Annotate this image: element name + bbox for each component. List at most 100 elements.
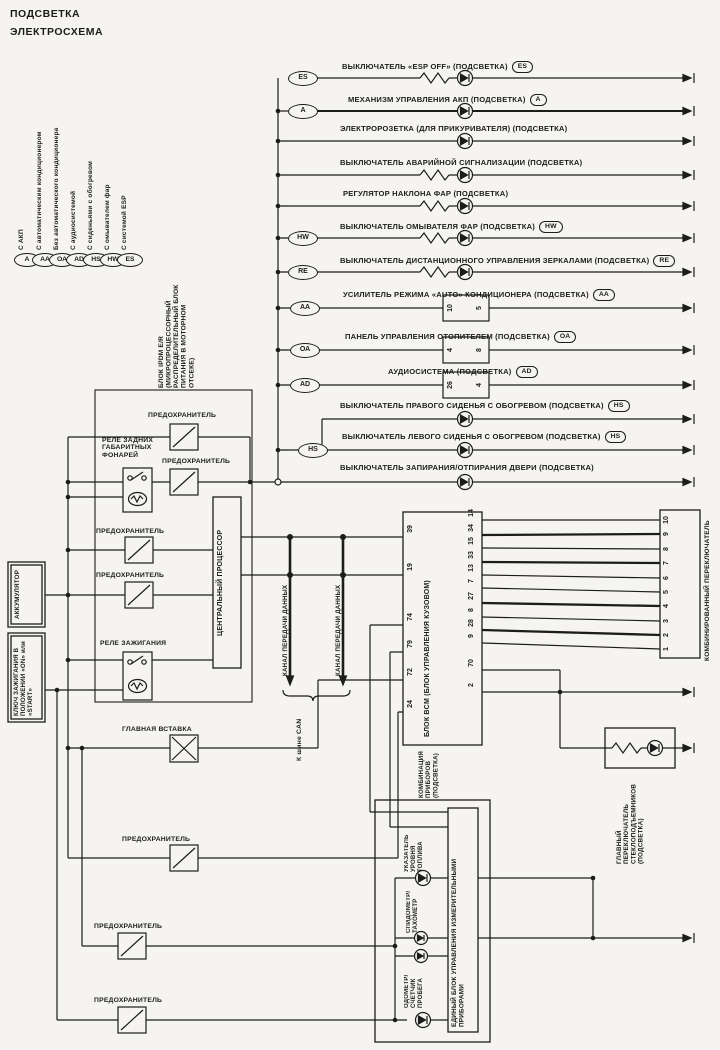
bcm-sw-7: [481, 601, 661, 608]
ad-box-pin-left: 26: [447, 381, 454, 389]
lamp-icon: [456, 197, 474, 215]
circuit-label: АУДИОСИСТЕМА (ПОДСВЕТКА)AD: [388, 366, 720, 378]
legend-item-aa: С автоматическим кондиционером: [36, 131, 43, 250]
wires: [45, 71, 683, 1021]
meter-unit-block: [447, 807, 479, 1033]
ad-connector-box: [442, 371, 490, 399]
source-oval-aa: АА: [290, 301, 320, 316]
bcm-label: БЛОК BCM (БЛОК УПРАВЛЕНИЯ КУЗОВОМ): [424, 580, 431, 737]
can-channel-label-1: КАНАЛ ПЕРЕДАЧИ ДАННЫХ: [282, 584, 289, 676]
bcm-pin-8: 8: [468, 608, 475, 612]
cluster-title: КОМБИНАЦИЯ ПРИБОРОВ (ПОДСВЕТКА): [418, 751, 440, 798]
bcm-sw-8: [481, 616, 661, 622]
lamp-icon: [456, 473, 474, 491]
sw-pin-8: 8: [663, 547, 670, 551]
source-oval-oa: ОА: [290, 343, 320, 358]
bcm-pin-72: 72: [407, 668, 414, 676]
junction-dots: [54, 108, 596, 1023]
sw-pin-1: 1: [663, 647, 670, 651]
bcm-pin-70: 70: [468, 659, 475, 667]
pin72-wire: [317, 679, 403, 748]
row-lamps: [456, 69, 474, 491]
bcm-sw-4: [481, 560, 661, 565]
bcm-pin-74: 74: [407, 613, 414, 621]
circuit-label: ЭЛЕКТРОРОЗЕТКА (ДЛЯ ПРИКУРИВАТЕЛЯ) (ПОДС…: [340, 124, 568, 133]
legend-item-hw: С омывателем фар: [104, 184, 111, 250]
bcm-pin-34: 34: [468, 524, 475, 532]
lamp-icon: [456, 166, 474, 184]
fuel-lamp-icon: [414, 869, 432, 887]
source-oval-ad: AD: [290, 378, 320, 393]
can-arrow-2: [338, 675, 348, 687]
rear-lamp-relay-label: РЕЛЕ ЗАДНИХ ГАБАРИТНЫХ ФОНАРЕЙ: [102, 437, 154, 459]
ipdm-label: БЛОК IPDM E/R (МИКРОПРОЦЕССОРНЫЙ РАСПРЕД…: [158, 284, 196, 388]
pin70-2-wire: [482, 669, 683, 693]
bcm-pin-13: 13: [468, 564, 475, 572]
bcm-sw-3: [481, 547, 661, 550]
bcm-sw-5: [481, 574, 661, 579]
sw-pin-7: 7: [663, 561, 670, 565]
aa-box-pin-left: 10: [447, 304, 454, 312]
lamp-icon: [456, 229, 474, 247]
odometer-label: ОДОМЕТР/ СЧЕТЧИК ПРОБЕГА: [404, 974, 424, 1008]
window-resistor: [611, 741, 642, 755]
legend-item-es: С системой ESP: [121, 195, 128, 250]
row4-resistor: [419, 168, 450, 182]
row6-resistor: [419, 231, 450, 245]
row1-resistor: [419, 71, 450, 85]
page-title: ПОДСВЕТКА: [10, 8, 81, 20]
lamp-icon: [456, 263, 474, 281]
tacho-lamp-icon: [413, 948, 429, 964]
row-end-arrows: [682, 73, 695, 487]
combo-switch-label: КОМБИНИРОВАННЫЙ ПЕРЕКЛЮЧАТЕЛЬ: [704, 520, 711, 661]
source-oval-es: ES: [288, 71, 318, 86]
bcm-sw-10: [481, 642, 661, 650]
fuses-relays: [117, 423, 199, 1034]
legend-item-oa: Без автоматического кондиционера: [53, 127, 60, 250]
battery-block-inner: [10, 564, 43, 625]
can-brace: [282, 689, 351, 702]
aa-box-pin-right: 5: [476, 306, 483, 310]
bcm-pin-15: 15: [468, 537, 475, 545]
circuit-label: ВЫКЛЮЧАТЕЛЬ ЛЕВОГО СИДЕНЬЯ С ОБОГРЕВОМ (…: [342, 431, 702, 443]
circuit-label: ВЫКЛЮЧАТЕЛЬ ОМЫВАТЕЛЯ ФАР (ПОДСВЕТКА)HW: [340, 221, 700, 233]
cluster-out-arrow: [682, 933, 693, 943]
pin24-wire: [397, 711, 403, 858]
page-subtitle: ЭЛЕКТРОСХЕМА: [10, 26, 104, 38]
circuit-label: ВЫКЛЮЧАТЕЛЬ ДИСТАНЦИОННОГО УПРАВЛЕНИЯ ЗЕ…: [340, 255, 700, 267]
meter-unit-label: ЕДИНЫЙ БЛОК УПРАВЛЕНИЯ ИЗМЕРИТЕЛЬНЫМИ ПР…: [451, 858, 466, 1027]
circuit-label: РЕГУЛЯТОР НАКЛОНА ФАР (ПОДСВЕТКА): [343, 189, 509, 198]
speed-lamp-wire: [395, 937, 448, 957]
pin-numbers: 39 19 74 79 72 24 14 34 15 33 13 7 27 8 …: [407, 304, 670, 708]
sw-pin-5: 5: [663, 590, 670, 594]
legend-code-es: ES: [117, 253, 143, 267]
legend-item-hs: С сиденьями с обогревом: [87, 160, 94, 250]
circuit-label: ПАНЕЛЬ УПРАВЛЕНИЯ ОТОПИТЕЛЕМ (ПОДСВЕТКА)…: [345, 331, 705, 343]
circuit-label: ВЫКЛЮЧАТЕЛЬ ЗАПИРАНИЯ/ОТПИРАНИЯ ДВЕРИ (П…: [340, 463, 594, 472]
fuse-label: ПРЕДОХРАНИТЕЛЬ: [122, 836, 191, 843]
bcm-pin-28: 28: [468, 619, 475, 627]
block-outlines: [7, 389, 701, 1043]
speedo-label: СПИДОМЕТР/ ТАХОМЕТР: [406, 890, 419, 933]
ignition-relay-label: РЕЛЕ ЗАЖИГАНИЯ: [100, 640, 167, 647]
bcm-pin-33: 33: [468, 551, 475, 559]
sw-pin-10: 10: [663, 516, 670, 524]
ignition-key-label: КЛЮЧ ЗАЖИГАНИЯ В ПОЛОЖЕНИИ «ON» или «STA…: [13, 641, 34, 716]
sw-pin-6: 6: [663, 576, 670, 580]
bcm-pin-39: 39: [407, 525, 414, 533]
fuse-label: ПРЕДОХРАНИТЕЛЬ: [96, 528, 165, 535]
bcm-pin-9: 9: [468, 634, 475, 638]
ad-box-pin-right: 4: [476, 383, 483, 387]
cpu-label: ЦЕНТРАЛЬНЫЙ ПРОЦЕССОР: [217, 529, 224, 637]
legend-item-a: С АКП: [18, 229, 25, 250]
circuit-label: ВЫКЛЮЧАТЕЛЬ ПРАВОГО СИДЕНЬЯ С ОБОГРЕВОМ …: [340, 400, 700, 412]
bcm-pin-79: 79: [407, 640, 414, 648]
pin79-wire: [389, 651, 448, 828]
cluster-out-wire: [478, 877, 683, 939]
window-switch-label: ГЛАВНЫЙ ПЕРЕКЛЮЧАТЕЛЬ СТЕКЛОПОДЪЕМНИКОВ …: [616, 783, 645, 864]
edge-arrows: [285, 73, 695, 943]
bcm-sw-2: [481, 532, 661, 537]
window-out-arrow: [682, 743, 693, 753]
